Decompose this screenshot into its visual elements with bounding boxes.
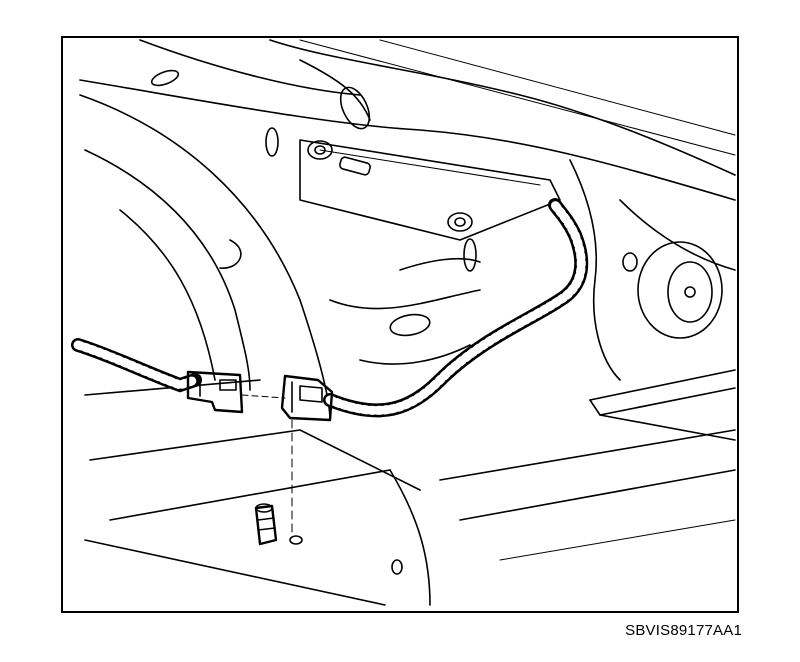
diagram-frame	[61, 36, 739, 613]
leader-lines	[241, 394, 293, 536]
connector-male	[186, 370, 244, 414]
connector-female	[280, 374, 334, 422]
mounting-clip	[254, 503, 278, 546]
wire-harness	[71, 198, 589, 418]
vehicle-body-panels	[79, 39, 736, 606]
figure-caption: SBVIS89177AA1	[625, 622, 742, 639]
